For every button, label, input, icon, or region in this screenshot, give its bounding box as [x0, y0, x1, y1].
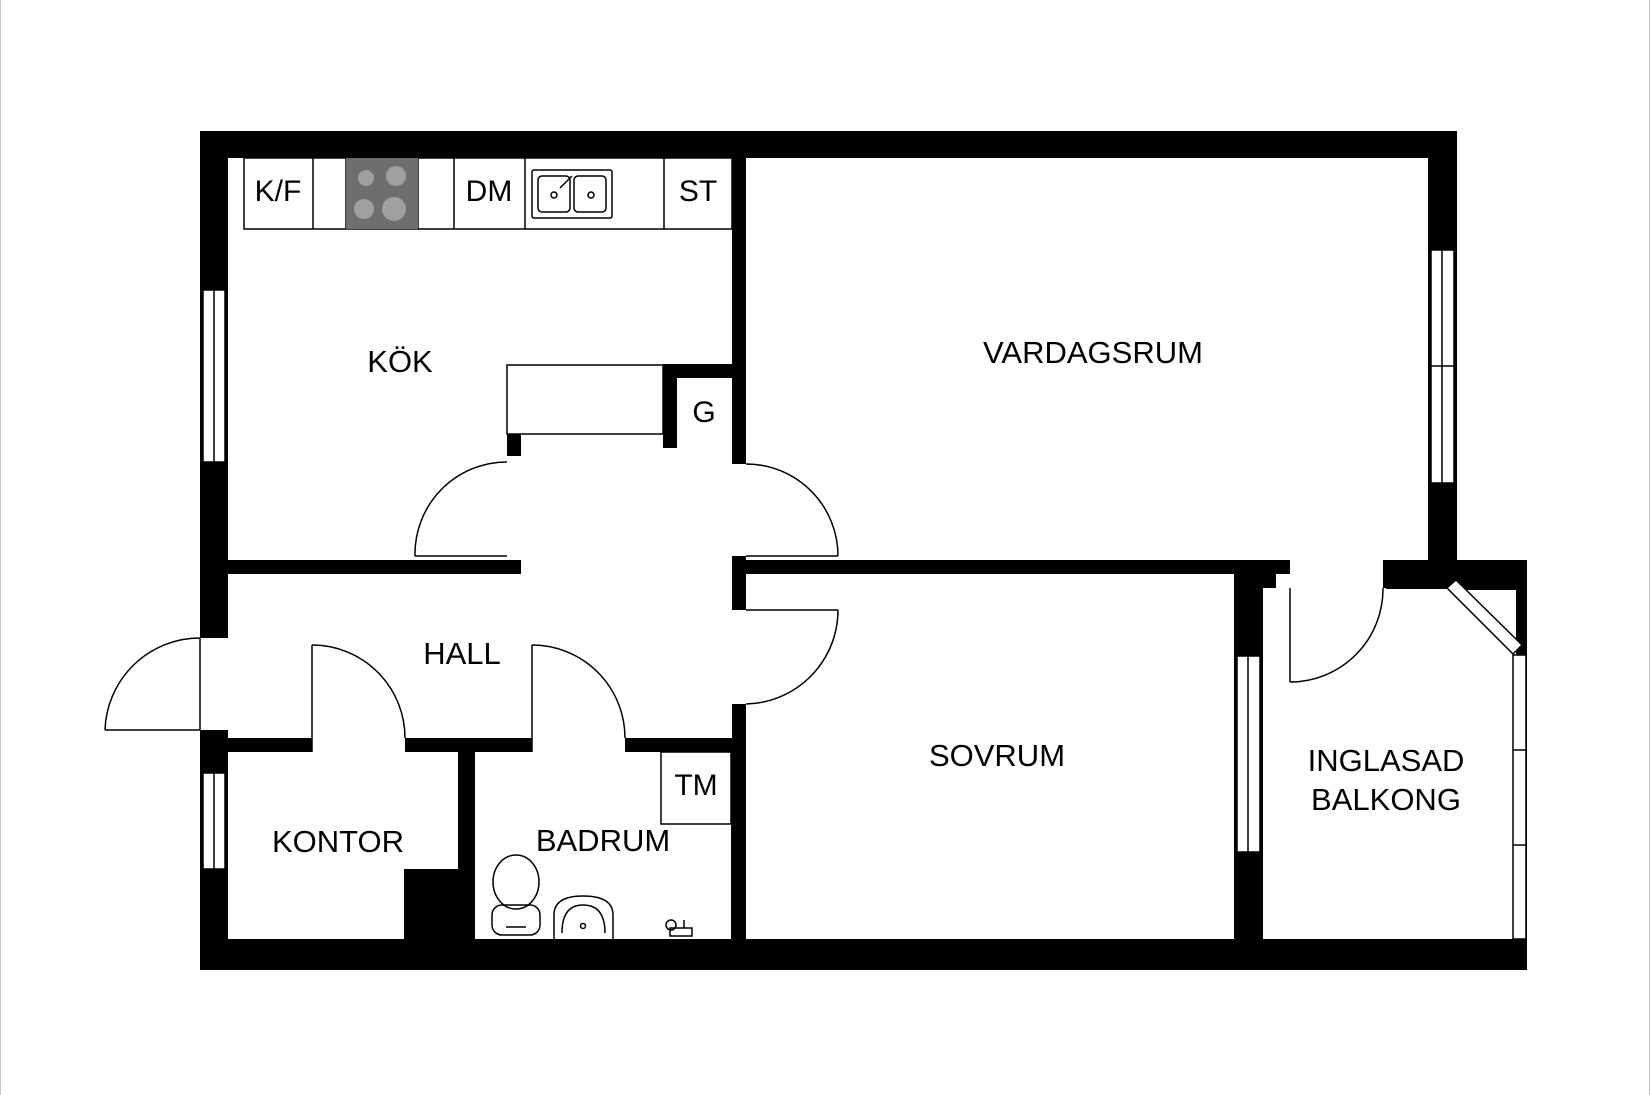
windows [202, 249, 1527, 940]
kitchen-sink-icon [531, 169, 613, 219]
laundry-cabinet [660, 751, 732, 825]
laundry-label: TM [674, 769, 717, 802]
stove-icon [346, 158, 418, 229]
fridge-freezer-label: K/F [255, 175, 302, 208]
room-label-bedroom: SOVRUM [929, 738, 1065, 773]
room-label-hall: HALL [423, 636, 501, 671]
toilet-icon [491, 854, 541, 936]
room-label-bathroom: BADRUM [536, 823, 670, 858]
room-label-balcony-line2: BALKONG [1311, 782, 1461, 817]
door-swings [104, 461, 1384, 752]
closet-label: G [692, 396, 715, 429]
cupboard-label: ST [679, 175, 717, 208]
kitchen-island [506, 364, 664, 435]
washbasin-icon [553, 895, 614, 939]
room-floors [228, 158, 1516, 939]
room-label-kitchen: KÖK [367, 344, 433, 379]
faucet-icon [665, 919, 693, 937]
dishwasher-label: DM [466, 175, 513, 208]
room-label-balcony-line1: INGLASAD [1308, 743, 1465, 778]
room-label-living-room: VARDAGSRUM [983, 335, 1203, 370]
room-label-office: KONTOR [272, 824, 404, 859]
